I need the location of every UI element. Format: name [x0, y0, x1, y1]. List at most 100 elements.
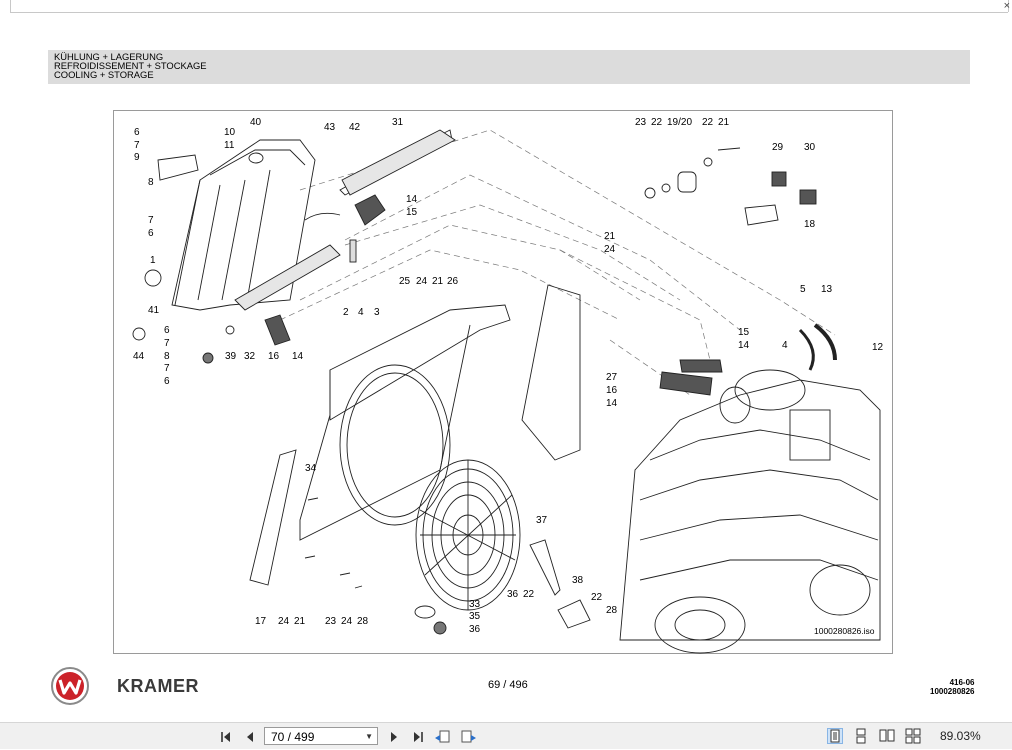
- callout-label: 4: [358, 307, 364, 318]
- callout-label: 36: [469, 624, 481, 635]
- document-code: 416-06 1000280826: [930, 678, 975, 696]
- callout-label: 36: [507, 589, 519, 600]
- callout-label: 4: [782, 340, 788, 351]
- callout-label: 44: [133, 351, 145, 362]
- callout-label: 18: [804, 219, 816, 230]
- callout-label: 29: [772, 142, 784, 153]
- callout-label: 3: [374, 307, 380, 318]
- callout-label: 7: [134, 140, 140, 151]
- close-icon[interactable]: ×: [1003, 0, 1010, 12]
- prev-page-icon[interactable]: [242, 729, 258, 745]
- callout-label: 38: [572, 575, 584, 586]
- callout-label: 23: [325, 616, 337, 627]
- callout-label: 24: [604, 244, 616, 255]
- callout-label: 14: [738, 340, 750, 351]
- page-number-value: 70 / 499: [271, 730, 315, 744]
- callout-label: 24: [416, 276, 428, 287]
- page-number-input[interactable]: 70 / 499 ▼: [264, 727, 378, 745]
- callout-label: 25: [399, 276, 411, 287]
- go-back-icon[interactable]: [434, 729, 450, 745]
- callout-label: 8: [148, 177, 154, 188]
- header-title-en: COOLING + STORAGE: [54, 69, 154, 80]
- callout-label: 26: [447, 276, 459, 287]
- callout-label: 11: [224, 140, 235, 151]
- callout-label: 19/20: [667, 117, 693, 128]
- viewer-toolbar: 70 / 499 ▼ 89.03%: [0, 722, 1012, 749]
- callout-label: 6: [164, 376, 170, 387]
- callout-label: 35: [469, 611, 481, 622]
- continuous-facing-view-icon[interactable]: [905, 728, 921, 744]
- callout-label: 7: [164, 338, 170, 349]
- callout-label: 22: [523, 589, 535, 600]
- document-code-line2: 1000280826: [930, 687, 975, 696]
- drawing-reference-number: 1000280826.iso: [814, 626, 875, 636]
- callout-label: 10: [224, 127, 236, 138]
- callout-label: 22: [651, 117, 663, 128]
- callout-label: 17: [255, 616, 267, 627]
- callout-label: 32: [244, 351, 256, 362]
- last-page-icon[interactable]: [410, 729, 426, 745]
- callout-label: 16: [606, 385, 618, 396]
- callout-label: 24: [341, 616, 353, 627]
- callout-label: 39: [225, 351, 237, 362]
- callout-label: 7: [148, 215, 154, 226]
- callout-label: 40: [250, 117, 262, 128]
- callout-label: 28: [606, 605, 618, 616]
- go-forward-icon[interactable]: [460, 729, 476, 745]
- single-page-view-icon[interactable]: [827, 728, 843, 744]
- callout-label: 15: [738, 327, 750, 338]
- callout-label: 22: [702, 117, 714, 128]
- kramer-logo: [51, 667, 89, 705]
- callout-label: 23: [635, 117, 647, 128]
- exploded-view-drawing: [132, 129, 881, 654]
- callout-label: 16: [268, 351, 280, 362]
- callout-label: 15: [406, 207, 418, 218]
- callout-label: 14: [406, 194, 418, 205]
- callout-label: 31: [392, 117, 404, 128]
- page-border-left: [10, 0, 11, 12]
- document-code-line1: 416-06: [949, 678, 975, 687]
- callout-label: 21: [294, 616, 306, 627]
- brand-name: KRAMER: [117, 676, 199, 696]
- callout-label: 6: [134, 127, 140, 138]
- section-header: [48, 50, 970, 84]
- callout-label: 6: [164, 325, 170, 336]
- chevron-down-icon[interactable]: ▼: [365, 732, 373, 741]
- header-title-fr: REFROIDISSEMENT + STOCKAGE: [54, 60, 207, 71]
- callout-label: 14: [292, 351, 304, 362]
- first-page-icon[interactable]: [218, 729, 234, 745]
- page-border-top: [10, 12, 1008, 13]
- callout-label: 1: [150, 255, 156, 266]
- callout-label: 12: [872, 342, 884, 353]
- callout-label: 21: [432, 276, 444, 287]
- callout-label: 14: [606, 398, 618, 409]
- callout-label: 43: [324, 122, 336, 133]
- callout-label: 21: [604, 231, 616, 242]
- next-page-icon[interactable]: [386, 729, 402, 745]
- callout-label: 42: [349, 122, 361, 133]
- callout-label: 9: [134, 152, 140, 163]
- parts-diagram: [113, 110, 893, 654]
- callout-label: 28: [357, 616, 369, 627]
- callout-label: 6: [148, 228, 154, 239]
- callout-label: 24: [278, 616, 290, 627]
- page-indicator: 69 / 496: [488, 679, 528, 691]
- zoom-level[interactable]: 89.03%: [940, 729, 981, 743]
- facing-view-icon[interactable]: [879, 728, 895, 744]
- callout-label: 27: [606, 372, 618, 383]
- callout-label: 34: [305, 463, 317, 474]
- callout-label: 5: [800, 284, 806, 295]
- callout-label: 13: [821, 284, 833, 295]
- callout-label: 30: [804, 142, 816, 153]
- callout-label: 8: [164, 351, 170, 362]
- continuous-view-icon[interactable]: [853, 728, 869, 744]
- callout-label: 33: [469, 599, 481, 610]
- callout-label: 7: [164, 363, 170, 374]
- page-border-right: [1008, 0, 1009, 12]
- document-page: × KÜHLUNG + LAGERUNG REFROIDISSEMENT + S…: [10, 0, 1010, 705]
- callout-label: 41: [148, 305, 160, 316]
- callout-label: 21: [718, 117, 730, 128]
- callout-label: 2: [343, 307, 349, 318]
- callout-label: 37: [536, 515, 548, 526]
- header-title-de: KÜHLUNG + LAGERUNG: [54, 51, 164, 62]
